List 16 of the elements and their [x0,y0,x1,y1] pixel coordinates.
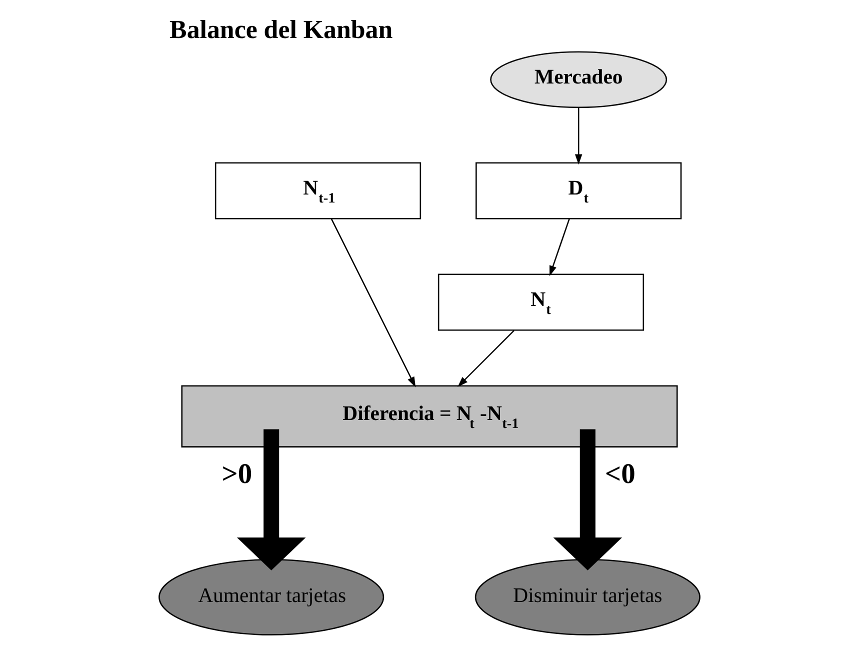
edge-label: <0 [604,459,635,490]
arrow [552,429,622,570]
arrow [549,218,570,276]
edge-label: >0 [221,459,252,490]
arrow [330,218,416,388]
node-box: N$_{t-1}$ [214,162,421,220]
node-box: D$_{t}$ [475,162,682,220]
diagram-title: Balance del Kanban [169,14,392,44]
node-box: Diferencia = N$_{t}$ -N$_{t-1}$ [180,385,678,448]
arrow [457,330,514,387]
arrow [236,429,306,570]
node-ellipse: Disminuir tarjetas [474,558,700,636]
node-box: N$_{t}$ [437,274,644,331]
node-ellipse: Mercadeo [490,51,667,108]
arrow [574,107,582,165]
node-ellipse: Aumentar tarjetas [158,558,384,636]
